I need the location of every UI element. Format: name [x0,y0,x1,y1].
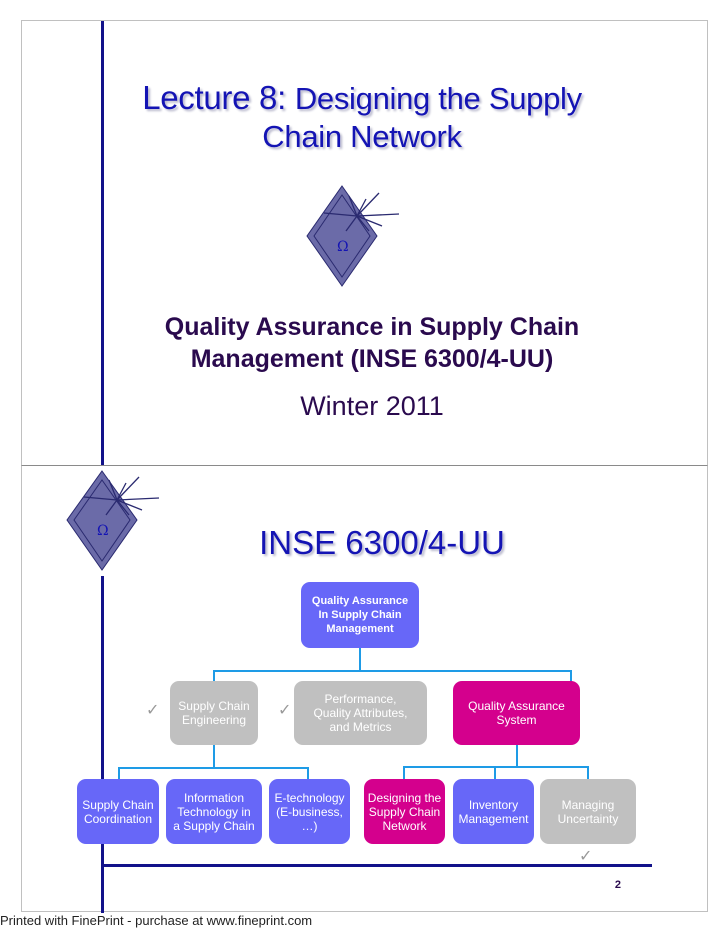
course-title-line-1: Quality Assurance in Supply Chain [164,313,580,341]
connector-line [570,670,572,682]
slide-accent-vertical-bar [101,576,104,913]
slide-2-title: INSE 6300/4-UU [259,524,505,561]
node-text: Coordination [83,811,153,826]
connector-line [213,670,571,672]
node-text: System [496,713,537,727]
connector-line [118,767,120,779]
node-text: Managing [561,797,615,812]
omega-symbol: Ω [97,523,109,539]
fineprint-footer: Printed with FinePrint - purchase at www… [0,913,313,928]
org-node-e-technology: E-technology (E-business, …) [269,779,350,844]
omega-symbol: Ω [337,239,349,255]
node-text: …) [301,818,318,833]
org-node-managing-uncertainty: Managing Uncertainty [540,779,636,844]
node-text: Inventory [468,797,519,812]
node-text: Technology in [177,804,251,819]
node-text: and Metrics [329,720,392,734]
check-mark-icon: ✓ [146,702,160,719]
slide-1-title: Lecture 8: Designing the Supply Chain Ne… [102,79,622,156]
connector-line [494,766,496,779]
connector-line [307,767,309,779]
node-text: Quality Assurance [468,699,565,713]
org-node-inventory-management: Inventory Management [453,779,534,844]
node-text: Quality Assurance [311,595,409,607]
connector-line [587,766,589,779]
connector-line [359,648,361,671]
node-text: a Supply Chain [173,818,255,833]
node-text: Management [458,811,529,826]
node-text: E-technology [274,790,345,805]
slide-accent-vertical-bar [101,21,104,467]
semester-label: Winter 2011 [300,391,444,421]
node-text: Uncertainty [557,811,619,826]
node-text: Supply Chain [368,804,441,819]
node-text: Designing the [367,790,442,805]
title-line-1: Designing the Supply [294,81,582,116]
node-text: In Supply Chain [318,609,402,621]
org-node-root: Quality Assurance In Supply Chain Manage… [301,582,419,648]
omega-diamond-logo-icon: Ω [64,468,164,583]
connector-line [213,745,215,768]
omega-diamond-logo-icon: Ω [304,181,404,301]
node-text: Supply Chain [82,797,154,812]
node-text: Network [382,818,427,833]
course-title-line-2: Management (INSE 6300/4-UU) [190,345,554,373]
check-mark-icon: ✓ [278,702,292,719]
node-text: (E-business, [276,804,343,819]
connector-line [403,766,405,779]
page-number: 2 [614,879,621,891]
node-text: Supply Chain [178,699,250,713]
connector-line [516,745,518,767]
org-node-supply-chain-coordination: Supply Chain Coordination [77,779,159,844]
org-node-performance-metrics: Performance, Quality Attributes, and Met… [294,681,427,745]
connector-line [213,670,215,682]
org-node-quality-assurance-system: Quality Assurance System [453,681,580,745]
title-line-2: Chain Network [262,119,462,154]
connector-line [118,767,309,769]
node-text: Performance, [324,692,397,706]
org-node-supply-chain-engineering: Supply Chain Engineering [170,681,258,745]
node-text: Quality Attributes, [313,706,408,720]
slide-2: Ω INSE 6300/4-UU Quality Assurance In Su… [21,465,708,913]
node-text: Management [326,623,394,635]
slide-accent-horizontal-bar [101,864,652,867]
org-node-designing-supply-chain-network: Designing the Supply Chain Network [364,779,445,844]
course-title: Quality Assurance in Supply Chain Manage… [102,311,642,375]
title-prefix: Lecture 8: [142,79,295,116]
node-text: Engineering [181,713,247,727]
slide-1: Lecture 8: Designing the Supply Chain Ne… [21,20,708,467]
check-mark-icon: ✓ [579,848,593,865]
org-node-information-technology: Information Technology in a Supply Chain [166,779,262,844]
node-text: Information [183,790,244,805]
